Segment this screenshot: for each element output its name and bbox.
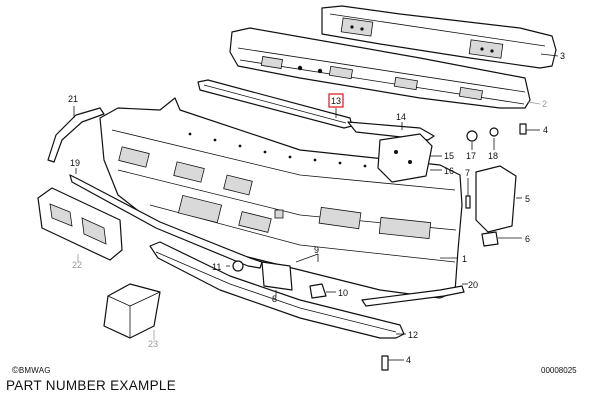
highlight-box: [328, 93, 344, 108]
hardware-parts: [232, 123, 527, 371]
side-trim-part: [47, 107, 105, 163]
callout-9: 9: [314, 245, 319, 255]
callout-20: 20: [468, 280, 478, 290]
callout-23: 23: [148, 339, 158, 349]
callout-4-lower: 4: [406, 355, 411, 365]
callout-22: 22: [72, 260, 82, 270]
front-bumper-part: [99, 97, 463, 299]
callout-2: 2: [542, 99, 547, 109]
bumper-carrier-part: [321, 5, 557, 69]
callout-11: 11: [212, 262, 221, 272]
copyright-notice: ©BMWAG: [12, 365, 51, 375]
callout-10: 10: [338, 288, 348, 298]
plate-bracket-part: [37, 187, 123, 261]
diagram-code: 00008025: [541, 366, 577, 375]
callout-13: 13: [331, 96, 341, 106]
callout-19: 19: [70, 158, 80, 168]
lip-strip-part: [69, 174, 263, 269]
callout-12: 12: [408, 330, 418, 340]
callout-16: 16: [444, 166, 454, 176]
callout-3: 3: [560, 51, 565, 61]
callout-8: 8: [272, 294, 277, 304]
copyright-symbol: ©: [12, 365, 19, 375]
callout-7: 7: [465, 168, 470, 178]
rear-bumper-part: [229, 27, 531, 109]
leader-lines: [73, 53, 559, 361]
callout-1: 1: [462, 254, 467, 264]
callout-labels: 1 2 3 4 4 5 6 7 8 9 10 11 12 13 14 15 16…: [68, 51, 565, 365]
callout-4-upper: 4: [543, 125, 548, 135]
callout-6: 6: [525, 234, 530, 244]
callout-15: 15: [444, 151, 454, 161]
callout-5: 5: [525, 194, 530, 204]
callout-17: 17: [466, 151, 476, 161]
copyright-text: BMWAG: [18, 366, 51, 375]
page-caption: PART NUMBER EXAMPLE: [6, 378, 176, 393]
foam-block-part: [103, 283, 161, 339]
callout-18: 18: [488, 151, 498, 161]
lower-trim-part: [361, 285, 465, 307]
callout-21: 21: [68, 94, 78, 104]
callout-14: 14: [396, 112, 406, 122]
